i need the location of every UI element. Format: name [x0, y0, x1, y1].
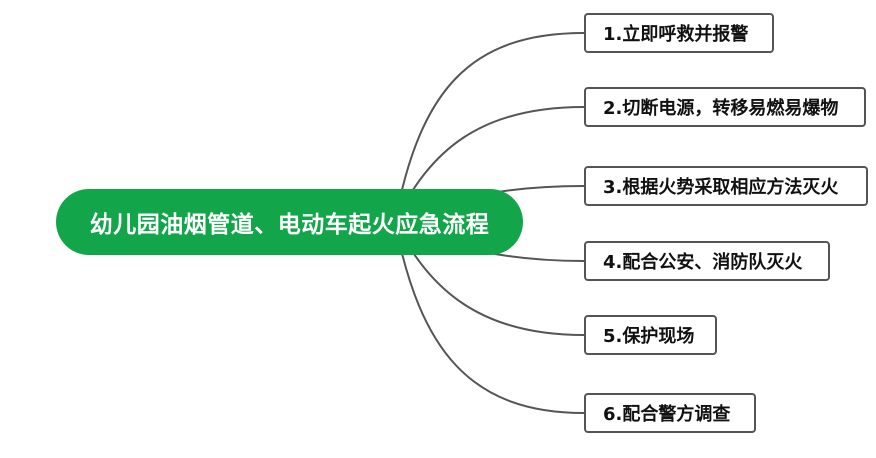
root-topic: 幼儿园油烟管道、电动车起火应急流程	[56, 189, 523, 255]
step-label-6: 6.配合警方调查	[603, 404, 731, 425]
connector-to-step-6	[394, 221, 585, 414]
root-topic-label: 幼儿园油烟管道、电动车起火应急流程	[89, 212, 490, 238]
step-node-3: 3.根据火势采取相应方法灭火	[584, 166, 868, 206]
step-node-1: 1.立即呼救并报警	[584, 13, 774, 53]
connector-to-step-1	[394, 32, 585, 223]
step-label-2: 2.切断电源，转移易燃易爆物	[603, 98, 839, 119]
step-label-4: 4.配合公安、消防队灭火	[603, 252, 803, 273]
step-node-5: 5.保护现场	[584, 315, 717, 355]
step-node-2: 2.切断电源，转移易燃易爆物	[584, 87, 866, 127]
step-label-1: 1.立即呼救并报警	[603, 24, 749, 45]
step-label-5: 5.保护现场	[603, 326, 695, 347]
step-node-4: 4.配合公安、消防队灭火	[584, 241, 830, 281]
step-label-3: 3.根据火势采取相应方法灭火	[603, 177, 839, 198]
step-node-6: 6.配合警方调查	[584, 393, 756, 433]
